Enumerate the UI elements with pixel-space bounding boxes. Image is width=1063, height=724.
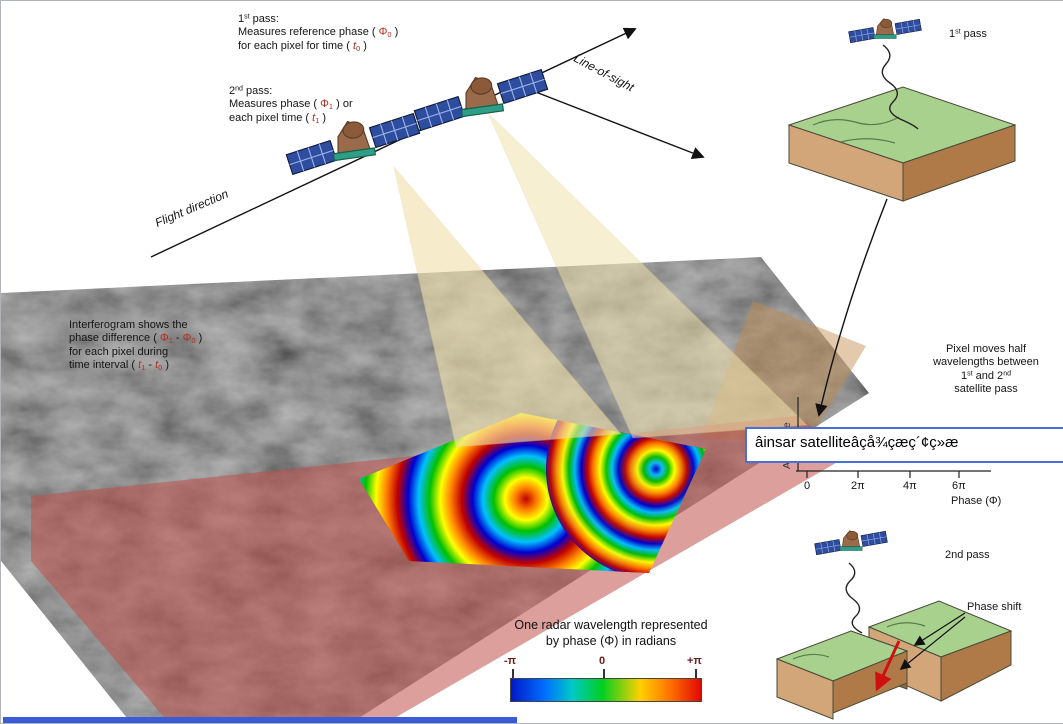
interferogram-line2: phase difference ( Φ1 - Φ0 ) [69,332,203,346]
bottom-blue-bar [3,717,517,723]
pass2-right-label: 2nd pass [945,549,990,561]
phase-shift-arrow [899,612,966,671]
colorbar-tick [695,669,697,678]
satellite-icon [848,18,922,44]
interferogram-annotation: Interferogram shows the phase difference… [69,319,202,373]
search-result-tooltip: âinsar satelliteâçå¾çæç´¢ç»æ [745,427,1063,463]
colorbar-tick [512,669,514,678]
pass1-title: 1st pass: [238,13,279,25]
phase-shift-label: Phase shift [967,601,1022,613]
phase-tick-2pi: 2π [851,480,865,492]
phase-tick-4pi: 4π [903,480,917,492]
colorbar-label-pospi: +π [687,655,702,667]
pixel-moves-annotation: Pixel moves half wavelengths between 1st… [906,343,1063,397]
phase-axis-label: Phase (Φ) [951,495,1002,507]
pixel-moves-line4: satellite pass [954,383,1018,396]
pass1-right-label: 1st pass [949,28,987,40]
satellite-icon [814,530,888,556]
interferogram-line3: for each pixel during [69,345,169,358]
pass2-title: 2nd pass: [229,85,273,97]
pass1-line2: Measures reference phase ( Φ0 ) [238,26,399,40]
colorbar-caption-line1: One radar wavelength represented [514,618,708,632]
colorbar-tick [603,669,605,678]
pass2-line3: each pixel time ( t1 ) [229,111,327,125]
pass1-line3: for each pixel for time ( t0 ) [238,39,367,53]
terrain-block-1st-pass [787,86,1017,202]
pass2-annotation: 2nd pass: Measures phase ( Φ1 ) or each … [229,85,353,125]
interferogram-line4: time interval ( t1 - t0 ) [69,359,170,373]
radar-wave-icon [845,562,863,634]
block-to-graph-arrow [815,198,888,417]
phase-tick-0: 0 [804,480,811,492]
fault-red-arrow [875,640,901,692]
pass2-line2: Measures phase ( Φ1 ) or [229,98,353,112]
pixel-moves-line1: Pixel moves half [945,343,1027,355]
colorbar-label-zero: 0 [599,655,606,667]
terrain-block-2nd-pass [775,600,1013,720]
satellite-icon [410,67,552,132]
line-of-sight-arrow [527,88,705,159]
pass1-annotation: 1st pass: Measures reference phase ( Φ0 … [238,13,398,53]
colorbar-label-negpi: -π [504,655,517,667]
flight-direction-arrow [150,27,637,258]
phase-tick-6pi: 6π [952,480,966,492]
pixel-moves-line2: wavelengths between [933,356,1039,369]
colorbar-caption: One radar wavelength represented by phas… [471,617,751,650]
colorbar-caption-line2: by phase (Φ) in radians [545,634,677,649]
phase-colorbar [510,678,702,702]
radar-beam [393,112,809,448]
pixel-moves-line3: 1st and 2nd [960,369,1012,382]
radar-wave-icon [881,44,919,130]
interferogram-line1: Interferogram shows the [69,319,188,331]
